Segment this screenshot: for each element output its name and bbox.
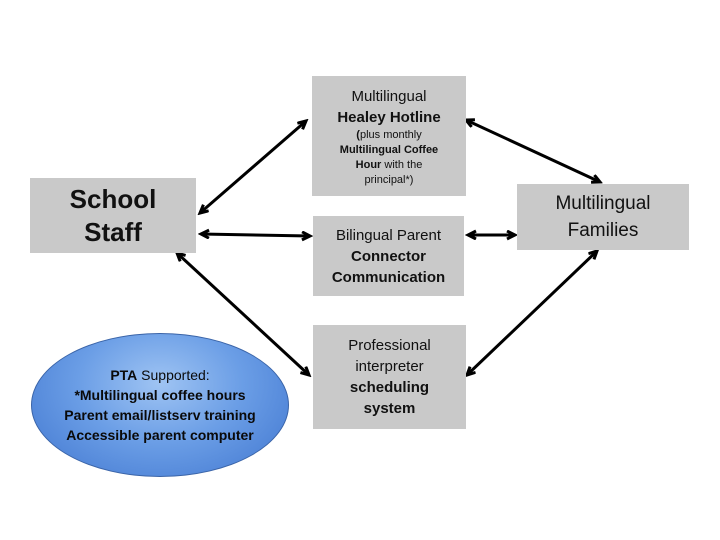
connector-line1: Bilingual Parent xyxy=(335,226,442,244)
interpreter-line2: interpreter xyxy=(355,358,424,375)
interpreter-line3: scheduling xyxy=(349,379,430,396)
families-line2: Families xyxy=(567,220,639,241)
hotline-note-b: Multilingual Coffee xyxy=(339,144,439,156)
school-staff-line2: Staff xyxy=(84,216,142,247)
pta-ellipse: PTA Supported: *Multilingual coffee hour… xyxy=(31,333,289,477)
hotline-paren-open: ( xyxy=(356,129,360,141)
pta-item-3: Accessible parent computer xyxy=(66,427,254,443)
hotline-note-e: principal*) xyxy=(364,174,414,186)
school-staff-line1: School xyxy=(69,183,157,214)
pta-title: PTA Supported: xyxy=(110,365,209,385)
pta-item-2: Parent email/listserv training xyxy=(64,407,256,423)
arrow-interpreter-families xyxy=(467,251,597,375)
hotline-note-c: Hour xyxy=(355,159,382,171)
arrow-staff-connector xyxy=(201,234,310,236)
connector-line2: Connector xyxy=(351,247,426,265)
interpreter-line1: Professional xyxy=(348,337,431,354)
hotline-line2: Healey Hotline xyxy=(337,109,441,126)
arrow-staff-interpreter xyxy=(177,253,309,375)
pta-title-rest: Supported: xyxy=(137,367,210,383)
hotline-line1: Multilingual xyxy=(351,88,427,105)
connector-line3: Communication xyxy=(331,268,446,286)
hotline-note-line3: Hour with the xyxy=(356,158,423,173)
hotline-note-a: plus monthly xyxy=(359,129,422,141)
pta-item-1: *Multilingual coffee hours xyxy=(74,387,246,403)
interpreter-box: Professional interpreter scheduling syst… xyxy=(313,325,466,429)
hotline-note-d: with the xyxy=(381,159,423,171)
school-staff-box: School Staff xyxy=(30,178,196,253)
arrow-hotline-families xyxy=(466,120,600,182)
connector-box: Bilingual Parent Connector Communication xyxy=(313,216,464,296)
pta-title-bold: PTA xyxy=(110,367,138,383)
multilingual-families-box: Multilingual Families xyxy=(517,184,689,250)
families-line1: Multilingual xyxy=(555,193,651,214)
hotline-note-line1: (plus monthly xyxy=(356,128,421,143)
interpreter-line4: system xyxy=(363,400,416,417)
arrow-staff-hotline xyxy=(200,121,306,213)
hotline-box: Multilingual Healey Hotline (plus monthl… xyxy=(312,76,466,196)
